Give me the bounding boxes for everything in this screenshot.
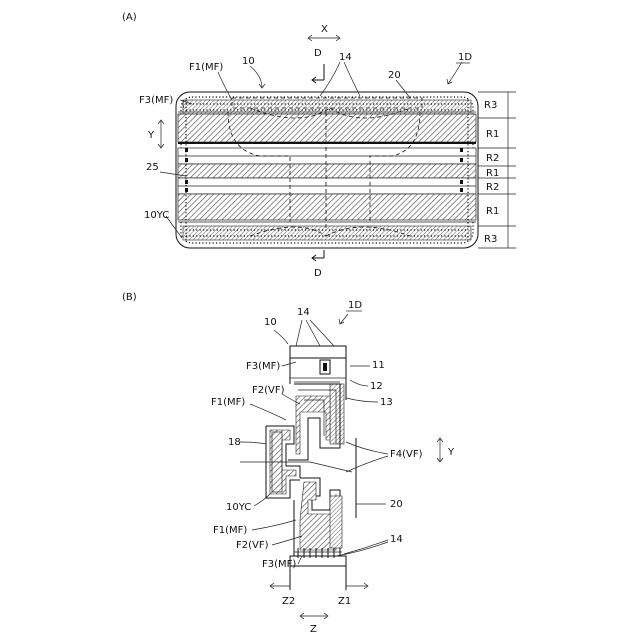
ref-10yc-b: 10YC bbox=[226, 502, 251, 513]
ref-14-b-top: 14 bbox=[297, 307, 310, 318]
f3-label-b-top: F3(MF) bbox=[246, 361, 280, 372]
ref-13: 13 bbox=[380, 397, 393, 408]
section-label-bottom: D bbox=[314, 268, 322, 279]
ref-20-b: 20 bbox=[390, 499, 403, 510]
f2-label-b-bottom: F2(VF) bbox=[236, 540, 269, 551]
ref-20-a: 20 bbox=[388, 70, 401, 81]
z2-label: Z2 bbox=[282, 596, 295, 607]
region-label-2: R1 bbox=[486, 129, 499, 140]
ref-18: 18 bbox=[228, 437, 241, 448]
ref-14-b-bottom: 14 bbox=[390, 534, 403, 545]
region-label-6: R1 bbox=[486, 206, 499, 217]
z1-label: Z1 bbox=[338, 596, 351, 607]
region-label-3: R2 bbox=[486, 153, 499, 164]
x-axis-indicator: X bbox=[308, 24, 340, 41]
x-axis-label: X bbox=[321, 24, 328, 35]
section-label-top: D bbox=[314, 48, 322, 59]
y-axis-indicator-b: Y bbox=[437, 438, 455, 462]
f1-label-a: F1(MF) bbox=[189, 62, 223, 73]
y-axis-label-a: Y bbox=[147, 130, 155, 141]
y-axis-indicator-a: Y bbox=[147, 120, 164, 148]
ref-10-b: 10 bbox=[264, 317, 277, 328]
ref-14-a: 14 bbox=[339, 52, 352, 63]
ref-10-a: 10 bbox=[242, 56, 255, 67]
z-axis-label: Z bbox=[310, 624, 317, 635]
ref-10yc-a: 10YC bbox=[144, 210, 169, 221]
region-bands bbox=[178, 100, 476, 240]
f3-label-a: F3(MF) bbox=[139, 95, 173, 106]
region-label-1: R3 bbox=[484, 100, 497, 111]
f1-label-b-top: F1(MF) bbox=[211, 397, 245, 408]
section-arrow-bottom: D bbox=[312, 250, 324, 279]
region-dimensions: R3 R1 R2 R1 R2 R1 R3 bbox=[478, 92, 516, 248]
panel-a-label: (A) bbox=[122, 12, 137, 23]
f3-label-b-bottom: F3(MF) bbox=[262, 559, 296, 570]
ref-12: 12 bbox=[370, 381, 383, 392]
panel-a: (A) X D bbox=[122, 12, 516, 279]
f4-label: F4(VF) bbox=[390, 449, 423, 460]
ref-25-a: 25 bbox=[146, 162, 159, 173]
ref-1d-a: 1D bbox=[458, 52, 472, 63]
y-axis-label-b: Y bbox=[447, 447, 455, 458]
z-axis-indicator: Z bbox=[300, 613, 328, 635]
region-label-7: R3 bbox=[484, 234, 497, 245]
ref-1d-b: 1D bbox=[348, 300, 362, 311]
f1-label-b-bottom: F1(MF) bbox=[213, 525, 247, 536]
region-label-5: R2 bbox=[486, 182, 499, 193]
folded-stack bbox=[240, 346, 356, 590]
ref-11: 11 bbox=[372, 360, 385, 371]
region-label-4: R1 bbox=[486, 168, 499, 179]
f2-label-b-top: F2(VF) bbox=[252, 385, 285, 396]
panel-b: (B) bbox=[122, 292, 455, 635]
panel-b-label: (B) bbox=[122, 292, 137, 303]
z-direction-arrows: Z2 Z1 bbox=[270, 583, 368, 607]
section-arrow-top: D bbox=[312, 48, 324, 83]
